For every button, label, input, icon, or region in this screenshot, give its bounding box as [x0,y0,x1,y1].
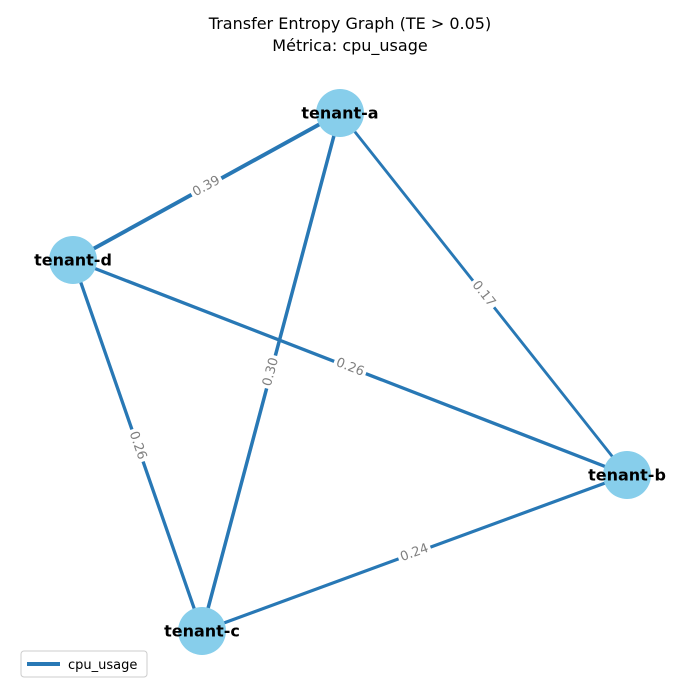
legend: cpu_usage [20,650,148,678]
edge-label-background [330,352,370,383]
node-label-tenant-b: tenant-b [588,466,666,485]
edge-label-group: 0.30 [257,353,285,391]
node-label-tenant-d: tenant-d [34,251,112,270]
edge-label-background [395,538,434,568]
legend-box [20,650,148,678]
node-tenant-a [316,89,364,137]
edge-label: 0.30 [260,356,282,388]
edge-label-group: 0.24 [395,538,434,568]
edge-label-group: 0.26 [123,426,152,465]
node-tenant-c [178,607,226,655]
legend-label: cpu_usage [68,658,137,673]
edge-label-group: 0.26 [330,352,370,383]
node-tenant-b [603,451,651,499]
nodes-layer: tenant-a tenant-b tenant-c tenant-d [34,89,666,655]
edge-label-group: 0.39 [187,170,226,203]
node-tenant-d [49,236,97,284]
node-label-tenant-a: tenant-a [301,104,378,123]
graph-title: Transfer Entropy Graph (TE > 0.05) [208,14,491,33]
edge-label-group: 0.17 [465,275,502,313]
graph-subtitle: Métrica: cpu_usage [272,36,427,56]
edge-label-background [257,353,285,391]
edge-label-background [187,170,226,203]
node-label-tenant-c: tenant-c [164,622,240,641]
edge-label-background [465,275,502,313]
edge-label-background [123,426,152,465]
edge-labels-layer: 0.39 0.17 0.30 0.26 0.26 0.24 [123,170,502,568]
